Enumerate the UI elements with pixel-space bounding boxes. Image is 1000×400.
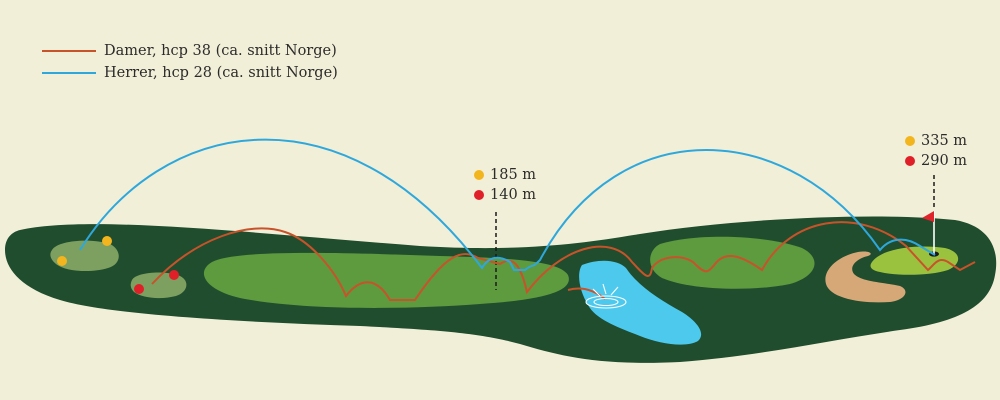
legend-item-women: Damer, hcp 38 (ca. snitt Norge)	[42, 40, 338, 62]
yellow-dot-icon	[905, 136, 915, 146]
bunker	[825, 251, 906, 303]
red-tee-marker	[134, 284, 144, 294]
red-dot-icon	[474, 190, 484, 200]
yellow-tee-marker	[102, 236, 112, 246]
yellow-distance-label: 335 m	[921, 133, 968, 149]
fairway-first	[203, 252, 569, 308]
distance-marker-middle: 185 m 140 m	[474, 165, 536, 205]
marker-row-red: 140 m	[474, 185, 536, 205]
red-tee-marker	[169, 270, 179, 280]
legend: Damer, hcp 38 (ca. snitt Norge) Herrer, …	[42, 40, 338, 84]
marker-row-yellow: 185 m	[474, 165, 536, 185]
marker-row-yellow: 335 m	[905, 131, 967, 151]
yellow-tee-marker	[57, 256, 67, 266]
tee-box-back	[50, 240, 119, 272]
distance-marker-green: 335 m 290 m	[905, 131, 967, 171]
legend-swatch-men	[42, 72, 96, 74]
water-hazard	[579, 260, 702, 345]
fairway-second	[650, 236, 815, 289]
yellow-distance-label: 185 m	[490, 167, 537, 183]
legend-swatch-women	[42, 50, 96, 52]
red-distance-label: 290 m	[921, 153, 968, 169]
women-short-chip	[567, 287, 606, 300]
legend-label-men: Herrer, hcp 28 (ca. snitt Norge)	[104, 65, 338, 81]
legend-label-women: Damer, hcp 38 (ca. snitt Norge)	[104, 43, 337, 59]
red-dot-icon	[905, 156, 915, 166]
red-distance-label: 140 m	[490, 187, 537, 203]
marker-row-red: 290 m	[905, 151, 967, 171]
water-splash-icon	[585, 283, 627, 309]
yellow-dot-icon	[474, 170, 484, 180]
legend-item-men: Herrer, hcp 28 (ca. snitt Norge)	[42, 62, 338, 84]
flag-icon	[922, 211, 934, 222]
women-shot-path	[151, 221, 976, 301]
men-shot-path	[79, 138, 936, 271]
